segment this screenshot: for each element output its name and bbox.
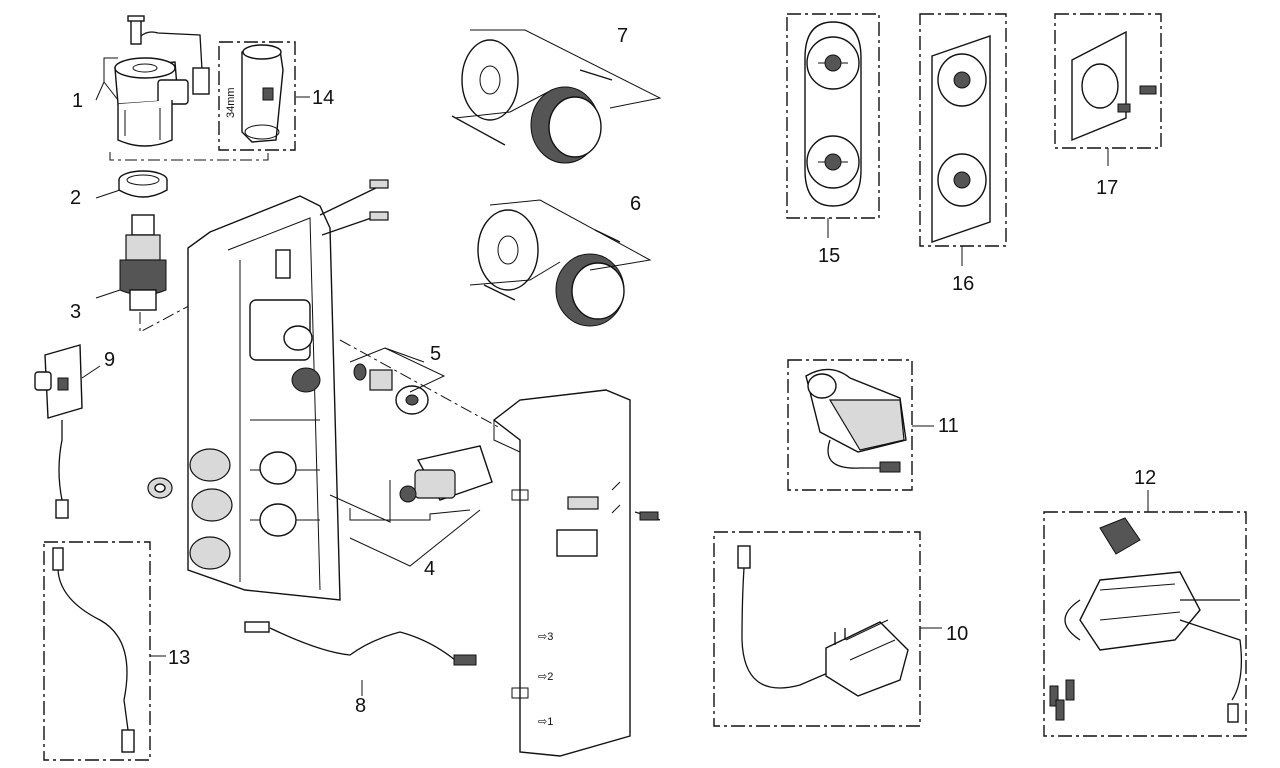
label-3: 3 [70,301,81,323]
wrench-size-label: 34mm [225,87,237,118]
svg-text:⇨2: ⇨2 [538,671,553,683]
main-concealed-body [147,179,389,601]
label-7: 7 [617,25,628,47]
label-16: 16 [952,273,974,295]
part-9-sensor [34,344,101,519]
svg-text:⇨1: ⇨1 [538,716,553,728]
part-13-cable [43,541,166,761]
label-8: 8 [355,695,366,717]
label-9: 9 [104,349,115,371]
part-12-control-unit [1043,490,1247,737]
part-16-rectangular-cover-plate [919,13,1007,266]
part-14-wrench: 34mm [218,41,296,151]
label-17: 17 [1096,177,1118,199]
label-2: 2 [70,187,81,209]
label-1: 1 [72,90,83,112]
label-4: 4 [424,558,435,580]
part-10-power-supply [713,531,942,727]
part-4-valve-module [329,445,493,567]
part-3-spindle [95,214,201,333]
label-10: 10 [946,623,968,645]
label-13: 13 [168,647,190,669]
svg-text:⇨3: ⇨3 [538,631,553,643]
part-11-battery-pack [787,359,934,491]
part-5-valve-insert [339,339,501,429]
label-14: 14 [312,87,334,109]
label-12: 12 [1134,467,1156,489]
label-15: 15 [818,245,840,267]
part-8-extension-cable [244,621,477,696]
part-1-thermostat-cartridge [114,15,210,147]
part-6-round-handle [469,199,652,327]
label-6: 6 [630,193,641,215]
front-mounting-plate: ⇨3 ⇨2 ⇨1 [492,389,661,757]
part-17-square-cover-plate [1054,13,1162,166]
part-2-ring-nut [95,170,168,199]
part-7-round-handle [451,29,662,164]
label-11: 11 [938,415,959,437]
part-15-oval-cover-plate [786,13,880,238]
label-5: 5 [430,343,441,365]
